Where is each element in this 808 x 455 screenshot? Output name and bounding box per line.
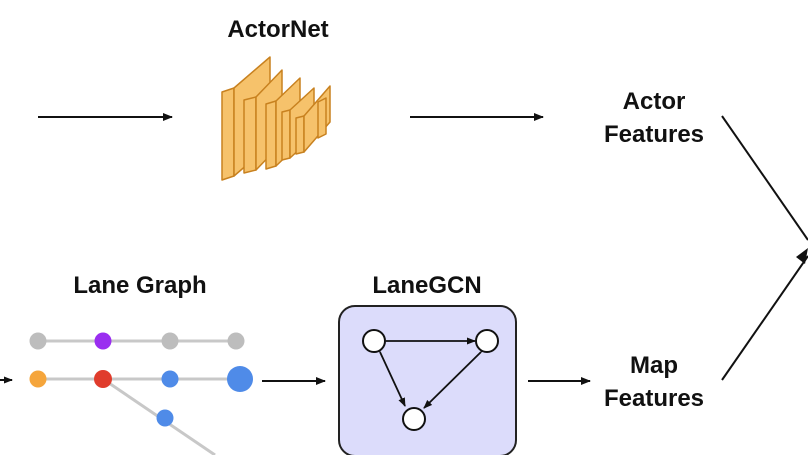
feature-map-layer: [317, 97, 327, 139]
fusion-arrowhead-icon: [796, 248, 808, 264]
map-features-fusion-arrow: [721, 255, 808, 381]
actor-features-label-line2: Features: [604, 121, 704, 148]
lane-node-red: [94, 370, 112, 388]
lane-node-gray: [227, 332, 245, 350]
actornet-title: ActorNet: [227, 16, 328, 43]
gcn-node: [362, 329, 386, 353]
lane-node-gray: [29, 332, 47, 350]
feature-map-layer: [281, 109, 291, 161]
lane-node-blue-large: [227, 366, 253, 392]
feature-map-layer: [265, 100, 277, 170]
map-features-label-line1: Map: [630, 352, 678, 379]
lanegcn-graph-icon: [362, 329, 499, 431]
lanegcn-title: LaneGCN: [372, 272, 481, 299]
actornet-cnn-block-icon: [221, 56, 331, 181]
actor-features-fusion-arrow: [721, 115, 808, 241]
lane-node-gray: [161, 332, 179, 350]
lane-graph-illustration: [29, 332, 253, 455]
gcn-node: [402, 407, 426, 431]
lane-graph-title: Lane Graph: [73, 272, 206, 299]
lane-node-orange: [29, 370, 47, 388]
lane-node-blue: [156, 409, 174, 427]
gcn-node: [475, 329, 499, 353]
lane-node-blue: [161, 370, 179, 388]
feature-map-layer: [295, 115, 305, 155]
feature-map-layer: [221, 87, 235, 181]
feature-map-layer: [243, 96, 257, 174]
actor-features-label-line1: Actor: [623, 88, 686, 115]
map-features-label-line2: Features: [604, 385, 704, 412]
lanegcn-box: [338, 305, 517, 455]
lane-node-purple: [94, 332, 112, 350]
